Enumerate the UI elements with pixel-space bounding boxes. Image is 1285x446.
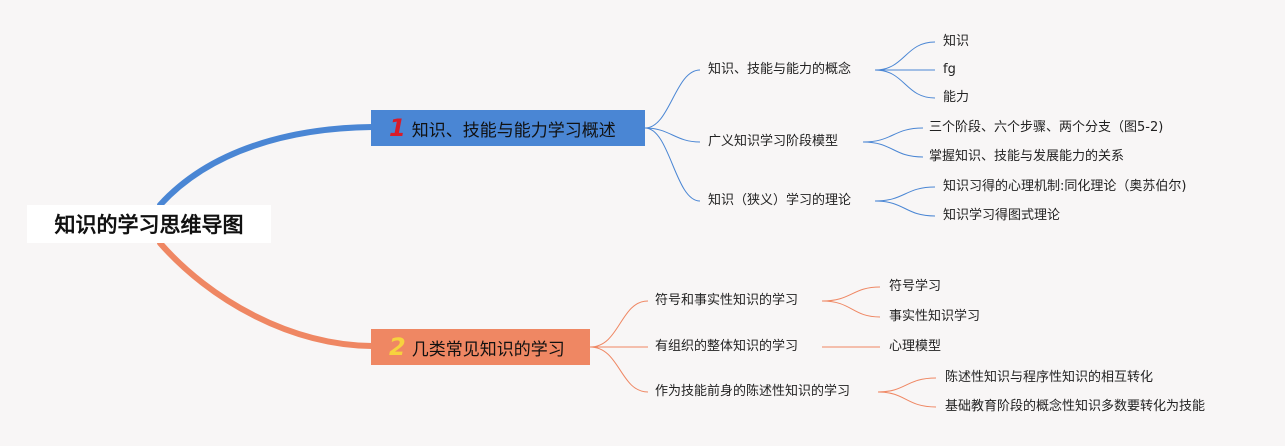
t3-child2-line (874, 200, 936, 217)
b1-topic-2[interactable]: 广义知识学习阶段模型 (708, 134, 839, 149)
b1-topic3-line (644, 127, 701, 202)
b1t1-child-1[interactable]: 知识 (943, 34, 970, 49)
root-to-branch-1-line (157, 124, 375, 208)
t2-child2-line (862, 141, 924, 158)
b2-topic-2[interactable]: 有组织的整体知识的学习 (655, 339, 799, 354)
b2t3-child-2[interactable]: 基础教育阶段的概念性知识多数要转化为技能 (945, 399, 1206, 414)
b1t3-child-2[interactable]: 知识学习得图式理论 (943, 208, 1061, 223)
b2-topic-1[interactable]: 符号和事实性知识的学习 (655, 293, 799, 308)
b2-topic-3[interactable]: 作为技能前身的陈述性知识的学习 (655, 384, 851, 399)
branch-1-number: 1 (389, 114, 406, 142)
branch-2-node[interactable]: 2 几类常见知识的学习 (371, 329, 590, 365)
b1-topic2-line (644, 127, 701, 143)
b1t1-child-2[interactable]: fg (943, 62, 956, 77)
b1t3-child-1[interactable]: 知识习得的心理机制:同化理论（奥苏伯尔) (943, 179, 1187, 194)
b2t1-child2-line (821, 300, 881, 318)
b2t1-child-1[interactable]: 符号学习 (889, 279, 942, 294)
branch-2-number: 2 (389, 333, 406, 361)
b2-topic1-line (589, 300, 649, 348)
root-to-branch-2-line (157, 240, 375, 349)
b2t3-child2-line (877, 391, 937, 408)
b1t1-child-3[interactable]: 能力 (943, 90, 970, 105)
b1t2-child-2[interactable]: 掌握知识、技能与发展能力的关系 (929, 149, 1125, 164)
t3-child1-line (874, 186, 936, 202)
branch-1-node[interactable]: 1 知识、技能与能力学习概述 (371, 110, 645, 146)
b1t2-child-1[interactable]: 三个阶段、六个步骤、两个分支（图5-2) (929, 120, 1164, 135)
branch-2-label: 几类常见知识的学习 (411, 339, 565, 360)
b2t3-child1-line (877, 377, 937, 393)
b2t2-child-1[interactable]: 心理模型 (889, 339, 942, 354)
t1-child3-line (874, 69, 936, 99)
t1-child1-line (874, 41, 936, 71)
root-node[interactable]: 知识的学习思维导图 (27, 205, 271, 243)
root-label: 知识的学习思维导图 (54, 213, 244, 237)
b2-topic3-line (589, 346, 649, 393)
b2t1-child1-line (821, 286, 881, 302)
b1-topic-3[interactable]: 知识（狭义）学习的理论 (708, 193, 852, 208)
b1-topic1-line (644, 69, 701, 129)
b2t3-child-1[interactable]: 陈述性知识与程序性知识的相互转化 (945, 370, 1154, 385)
b2t1-child-2[interactable]: 事实性知识学习 (889, 309, 981, 324)
t2-child1-line (862, 127, 924, 143)
b1-topic-1[interactable]: 知识、技能与能力的概念 (708, 62, 852, 77)
branch-1-label: 知识、技能与能力学习概述 (411, 120, 616, 141)
